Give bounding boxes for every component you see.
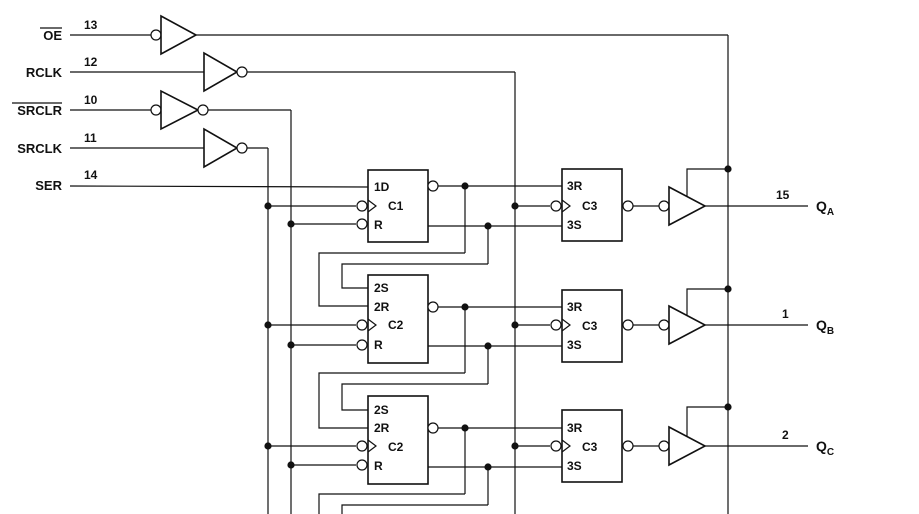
storage-latch-c — [515, 409, 659, 483]
pin-number-qc: 2 — [782, 428, 789, 442]
input-label-srclk: SRCLK — [17, 141, 62, 156]
rclk-inverter — [70, 51, 515, 93]
shift-flipflop-1 — [268, 169, 567, 307]
ser-line — [69, 185, 369, 188]
storage-latch-a — [515, 168, 659, 242]
latch-b-label-clk: C3 — [582, 319, 598, 333]
srclk-inverter — [70, 127, 268, 169]
output-buffer-a — [658, 168, 808, 227]
input-label-rclk: RCLK — [26, 65, 63, 80]
input-label-oe: OE — [43, 28, 62, 43]
latch-c-label-bottom: 3S — [567, 459, 582, 473]
srclr-buffer — [70, 89, 291, 131]
pin-number-qb: 1 — [782, 307, 789, 321]
pin-number-ser: 14 — [84, 168, 98, 182]
pin-number-rclk: 12 — [84, 55, 98, 69]
ff3-label-reset: R — [374, 459, 383, 473]
pin-number-qa: 15 — [776, 188, 790, 202]
ff3-label-clk: C2 — [388, 440, 404, 454]
shift-flipflop-3 — [268, 395, 567, 514]
pin-number-srclr: 10 — [84, 93, 98, 107]
latch-c-label-clk: C3 — [582, 440, 598, 454]
ff1-label-reset: R — [374, 218, 383, 232]
ff2-label-clk: C2 — [388, 318, 404, 332]
ff3-label-reset2: 2R — [374, 421, 390, 435]
output-buffer-b — [658, 288, 808, 346]
output-label-qa: QA — [816, 198, 834, 218]
output-label-qc: QC — [816, 438, 834, 458]
ff1-label-d: 1D — [374, 180, 390, 194]
input-label-srclr: SRCLR — [17, 103, 62, 118]
latch-a-label-top: 3R — [567, 179, 583, 193]
latch-a-label-clk: C3 — [582, 199, 598, 213]
latch-b-label-top: 3R — [567, 300, 583, 314]
storage-latch-b — [515, 289, 659, 363]
oe-buffer — [70, 14, 728, 56]
ff3-label-set: 2S — [374, 403, 389, 417]
ff1-label-clk: C1 — [388, 199, 404, 213]
output-label-qb: QB — [816, 317, 834, 337]
latch-b-label-bottom: 3S — [567, 338, 582, 352]
ff2-label-reset: R — [374, 338, 383, 352]
ff2-label-reset2: 2R — [374, 300, 390, 314]
junction-dots — [264, 165, 732, 471]
latch-a-label-bottom: 3S — [567, 218, 582, 232]
input-label-ser: SER — [35, 178, 62, 193]
shift-flipflop-2 — [268, 274, 567, 429]
ff2-label-set: 2S — [374, 281, 389, 295]
output-buffer-c — [658, 406, 808, 467]
pin-number-srclk: 11 — [84, 131, 97, 145]
pin-number-oe: 13 — [84, 18, 98, 32]
latch-c-label-top: 3R — [567, 421, 583, 435]
